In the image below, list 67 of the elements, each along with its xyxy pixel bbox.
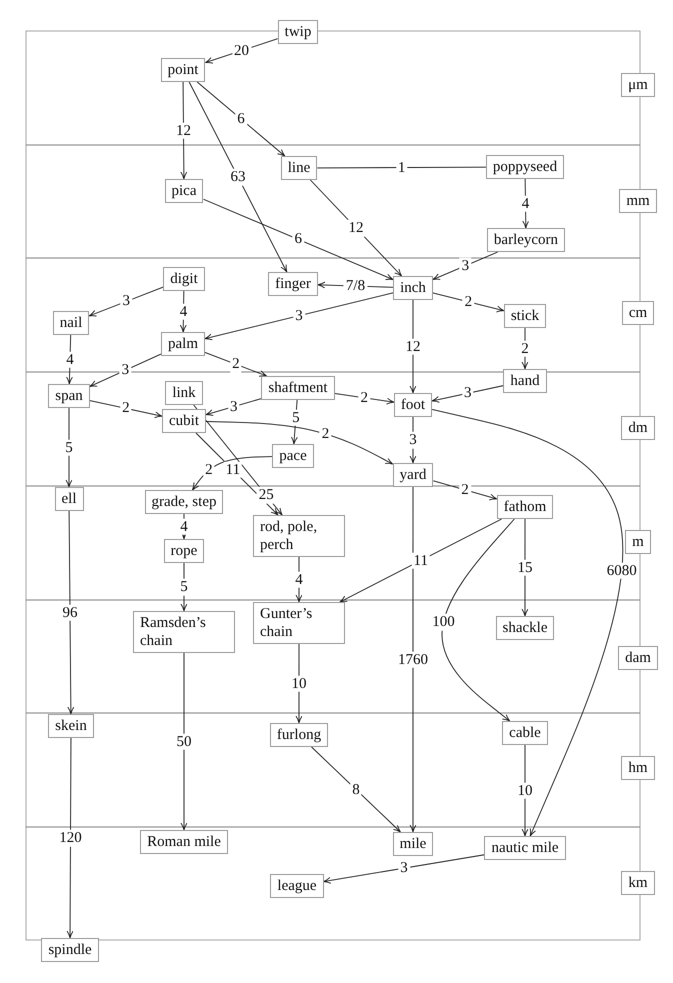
unit-box: rope bbox=[164, 539, 204, 563]
unit-box: cable bbox=[502, 721, 548, 745]
unit-box: hm bbox=[621, 756, 655, 780]
unit-box: mile bbox=[392, 832, 434, 856]
connector-line bbox=[316, 166, 486, 168]
edge-label: 4 bbox=[178, 303, 190, 320]
unit-box: foot bbox=[394, 393, 432, 417]
unit-box: palm bbox=[161, 332, 205, 356]
unit-box: cubit bbox=[162, 409, 206, 433]
unit-box: ell bbox=[54, 487, 84, 511]
edge-label: 4 bbox=[64, 351, 76, 368]
edge-label: 2 bbox=[230, 356, 242, 372]
unit-box: furlong bbox=[270, 723, 328, 747]
unit-box: Gunter’s chain bbox=[253, 602, 345, 644]
unit-box: nail bbox=[52, 311, 90, 335]
unit-box: m bbox=[625, 530, 651, 554]
unit-box: cm bbox=[622, 301, 654, 325]
unit-box: rod, pole, perch bbox=[253, 515, 345, 557]
edge-label: 5 bbox=[63, 439, 75, 456]
unit-box: Ramsden’s chain bbox=[133, 611, 235, 653]
edge-label: 5 bbox=[178, 578, 190, 596]
unit-box: span bbox=[48, 384, 90, 408]
unit-box: skein bbox=[48, 714, 94, 738]
unit-box: km bbox=[621, 871, 655, 895]
unit-box: shackle bbox=[496, 616, 554, 640]
unit-box: point bbox=[160, 58, 206, 82]
edge-label: 2 bbox=[203, 462, 215, 479]
edge-label: 3 bbox=[407, 432, 419, 448]
unit-box: nautic mile bbox=[484, 836, 566, 860]
unit-box: yard bbox=[392, 463, 434, 487]
unit-box: mm bbox=[619, 189, 657, 213]
unit-box: hand bbox=[503, 369, 547, 393]
unit-box: Roman mile bbox=[140, 830, 228, 854]
edge-label: 5 bbox=[290, 409, 302, 426]
unit-box: pace bbox=[272, 444, 314, 468]
unit-box: dam bbox=[618, 646, 658, 670]
unit-box: link bbox=[165, 381, 203, 405]
edge-label: 11 bbox=[412, 552, 430, 569]
edge-label: 6 bbox=[235, 110, 247, 128]
edge-label: 2 bbox=[519, 340, 531, 357]
edge-label: 11 bbox=[224, 462, 242, 478]
edge-label: 8 bbox=[350, 781, 362, 798]
unit-box: poppyseed bbox=[486, 155, 564, 179]
unit-box: stick bbox=[504, 304, 546, 328]
unit-box: barleycorn bbox=[486, 228, 566, 252]
unit-box: twip bbox=[278, 20, 318, 44]
unit-box: fathom bbox=[496, 495, 554, 519]
unit-box: dm bbox=[621, 416, 655, 440]
unit-box: league bbox=[270, 874, 324, 898]
edge-label: 50 bbox=[174, 733, 194, 750]
unit-box: pica bbox=[164, 179, 204, 203]
edge-label: 63 bbox=[228, 168, 248, 186]
unit-box: line bbox=[280, 156, 318, 180]
unit-box: finger bbox=[268, 272, 318, 296]
edge-label: 6080 bbox=[604, 562, 639, 580]
edge-label: 96 bbox=[60, 604, 80, 621]
edge-label: 25 bbox=[256, 486, 276, 504]
edge-label: 4 bbox=[178, 518, 190, 535]
unit-box: μm bbox=[621, 73, 655, 97]
unit-box: grade, step bbox=[144, 490, 224, 514]
unit-box: spindle bbox=[41, 938, 99, 962]
unit-box: inch bbox=[393, 276, 433, 300]
edge-label: 4 bbox=[293, 571, 305, 588]
edge-label: 12 bbox=[346, 220, 366, 236]
unit-box: shaftment bbox=[261, 376, 335, 400]
edge-label: 4 bbox=[520, 195, 532, 212]
unit-box: digit bbox=[163, 267, 205, 291]
